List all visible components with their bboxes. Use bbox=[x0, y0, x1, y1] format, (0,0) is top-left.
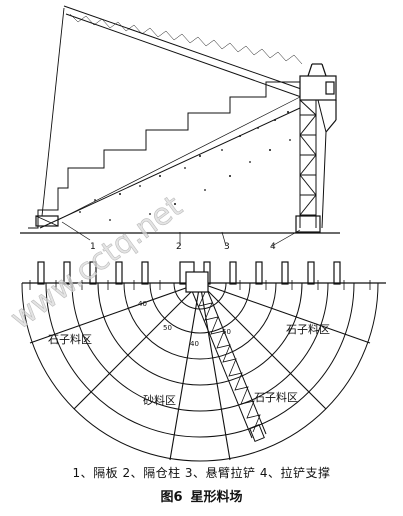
dragline-bucket bbox=[35, 215, 59, 227]
concentric-arcs bbox=[21, 282, 379, 462]
cantilever-boom bbox=[63, 5, 305, 99]
dragline-support bbox=[295, 99, 327, 233]
zone-label-stone-left: 石子料区 bbox=[48, 332, 92, 346]
drag-rope bbox=[57, 95, 303, 221]
partition-staircase bbox=[28, 81, 300, 229]
dimension-label-3: 40 bbox=[190, 340, 199, 348]
figure-caption: 图6 星形料场 bbox=[0, 486, 403, 505]
figure-title: 星形料场 bbox=[190, 490, 243, 505]
callout-3: 3 bbox=[224, 242, 230, 252]
baseline-ticks bbox=[29, 280, 371, 290]
plan-view bbox=[21, 261, 386, 462]
dimension-label-2: 50 bbox=[163, 324, 172, 332]
callout-leaders bbox=[61, 221, 301, 247]
stockpile-slope bbox=[39, 107, 301, 229]
aggregate-dots bbox=[79, 111, 291, 221]
zone-label-sand: 砂料区 bbox=[143, 393, 176, 407]
zone-label-stone-bottom: 石子料区 bbox=[254, 390, 298, 404]
callout-1: 1 bbox=[90, 242, 96, 252]
plan-pivot bbox=[185, 271, 209, 293]
radial-partitions bbox=[29, 282, 371, 461]
elevation-view bbox=[20, 5, 340, 234]
zone-label-stone-right: 石子料区 bbox=[286, 322, 330, 336]
plan-boom bbox=[189, 281, 267, 443]
machinery-house bbox=[299, 63, 337, 133]
legend: 1、隔板 2、隔仓柱 3、悬臂拉铲 4、拉铲支撑 bbox=[72, 466, 331, 480]
figure-number: 图6 bbox=[160, 490, 183, 505]
dimension-label-4: 50 bbox=[222, 328, 231, 336]
callout-2: 2 bbox=[176, 242, 182, 252]
dimension-label-1: 40 bbox=[138, 300, 147, 308]
hoist-rope bbox=[41, 7, 65, 217]
callout-4: 4 bbox=[270, 242, 276, 252]
